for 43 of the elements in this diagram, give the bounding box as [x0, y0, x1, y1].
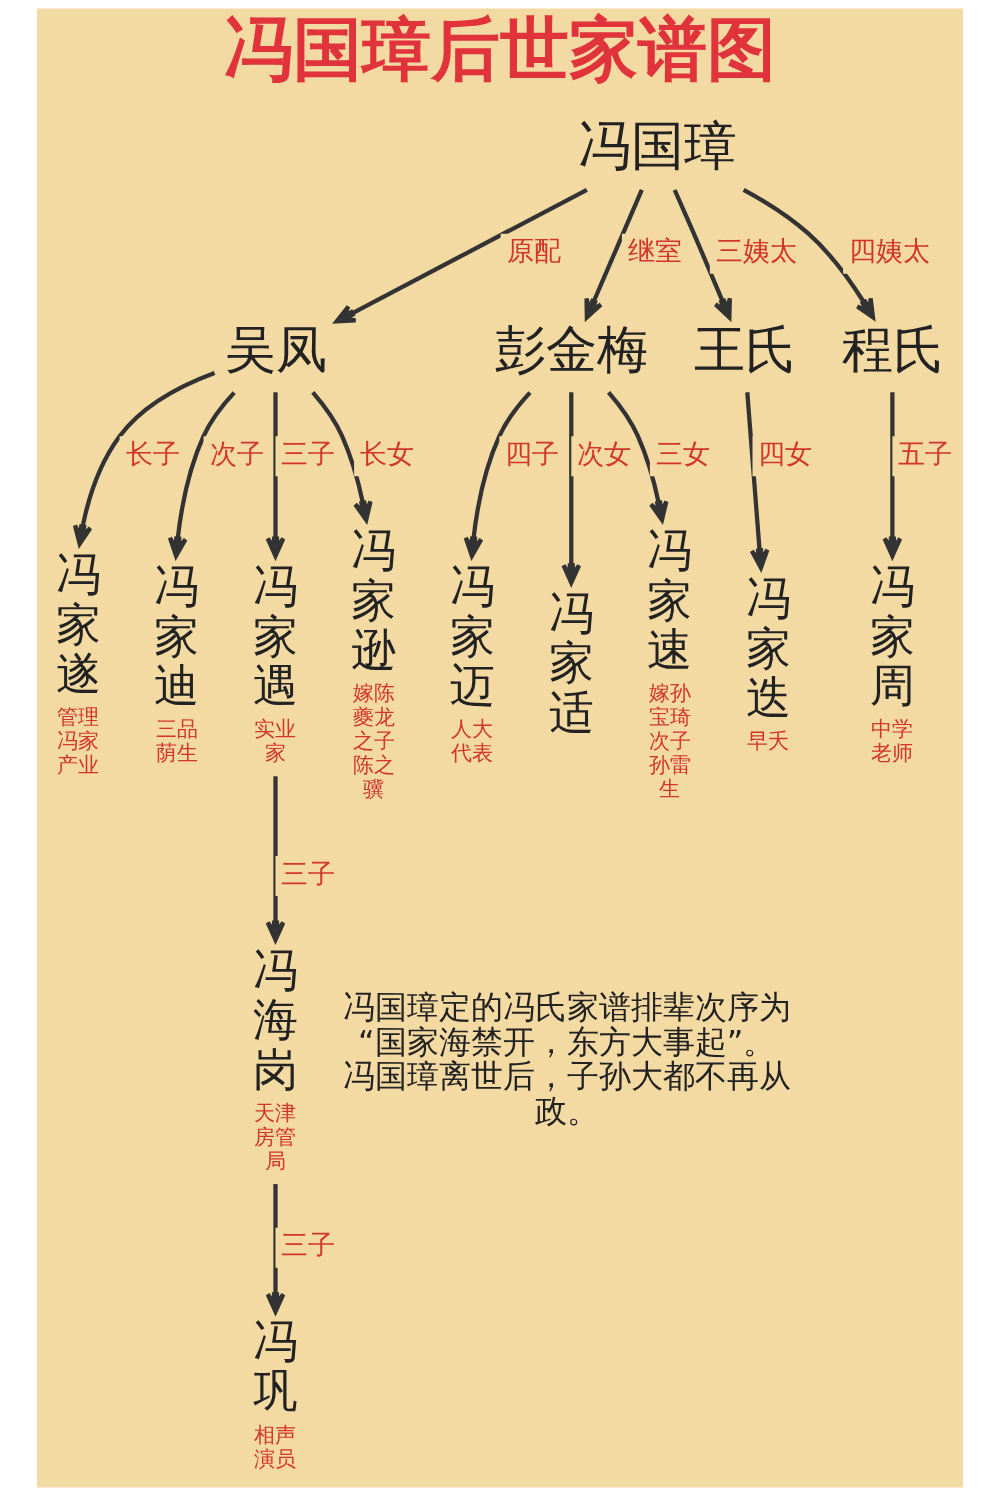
- node-text: 冯家速: [647, 524, 693, 676]
- edge-label: 三子: [281, 857, 336, 889]
- node-label: 实业家: [254, 716, 297, 766]
- edge-label: 四姨太: [849, 235, 931, 267]
- node-label: 三品荫生: [155, 716, 198, 766]
- edge-label: 四子: [505, 437, 560, 469]
- node-text: 冯家迪: [154, 560, 200, 712]
- node-label: 嫁陈夔龙之子陈之骥: [352, 680, 395, 802]
- node-text: 彭金梅: [495, 320, 649, 380]
- edge-label: 次女: [577, 437, 632, 469]
- node-label: 人大代表: [451, 716, 494, 766]
- node-text: 冯家周: [869, 560, 915, 712]
- node-text: 冯家逊: [351, 524, 397, 676]
- edge-label: 三女: [655, 437, 710, 469]
- node-text: 冯家迭: [745, 572, 791, 724]
- node-text: 冯海岗: [252, 944, 298, 1096]
- edge-label: 三子: [281, 1229, 336, 1261]
- edge-label: 继室: [627, 235, 682, 267]
- node-text: 冯家适: [548, 587, 594, 739]
- edge-label: 原配: [506, 235, 561, 267]
- node-label: 天津房管局: [254, 1100, 297, 1174]
- node-label: 中学老师: [871, 716, 914, 766]
- edge-label: 五子: [898, 437, 953, 469]
- node-text: 冯家迈: [450, 560, 496, 712]
- edge-label: 三子: [281, 437, 336, 469]
- edge-label: 三姨太: [715, 235, 797, 267]
- node-label: 管理冯家产业: [56, 704, 99, 778]
- edge-label: 长女: [360, 437, 415, 469]
- node-text: 冯国璋: [577, 115, 737, 178]
- node-label: 相声演员: [254, 1421, 297, 1471]
- node-label: 早夭: [747, 728, 790, 754]
- node-text: 吴凤: [224, 320, 327, 380]
- label: 冯国璋定的冯氏家谱排辈次序为“国家海禁开，东方大事起”。冯国璋离世后，子孙大都不再从政。: [342, 988, 791, 1130]
- edge-label: 四女: [758, 437, 813, 469]
- node-text: 王氏: [693, 320, 796, 380]
- node-text: 冯家遇: [252, 560, 298, 712]
- node-label: 嫁孙宝琦次子孙雷生: [648, 680, 691, 802]
- node-text: 冯巩: [252, 1315, 298, 1418]
- node-text: 程氏: [841, 320, 944, 380]
- diagram-title: 冯国璋后世家谱图: [223, 9, 776, 90]
- node-text: 冯家遂: [55, 548, 101, 700]
- edge-label: 长子: [125, 437, 180, 469]
- edge-label: 次子: [209, 437, 264, 469]
